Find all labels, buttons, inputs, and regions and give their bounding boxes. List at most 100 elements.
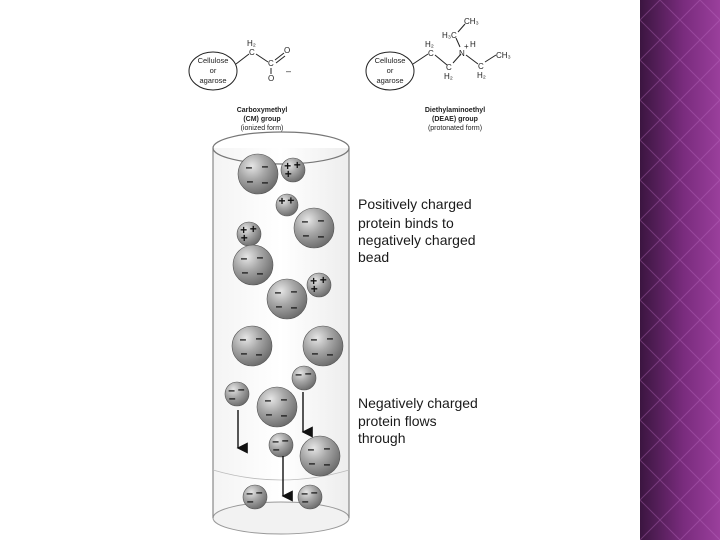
plus-sign: +: [311, 282, 318, 296]
plus-sign: +: [284, 159, 291, 173]
plus-sign: +: [240, 223, 247, 237]
deae-caption-2: (DEAE) group: [432, 116, 478, 123]
bead-circle: [291, 365, 317, 391]
minus-sign: –: [282, 433, 289, 447]
deae-ch3-right: CH₃: [496, 51, 511, 60]
flow-arrows: [236, 392, 313, 502]
cm-c1: C: [249, 48, 255, 57]
bead-negative: ––––: [266, 278, 308, 320]
negative-label-line-3: through: [358, 430, 405, 446]
minus-sign: –: [262, 175, 269, 189]
positive-label-line-3: negatively charged: [358, 232, 476, 248]
plus-sign: +: [250, 222, 257, 236]
negative-label-line-1: Negatively charged: [358, 395, 478, 411]
bead-negative: –––: [268, 432, 294, 458]
bead-negative: ––––: [232, 244, 274, 286]
plus-sign: +: [241, 231, 248, 245]
deae-matrix-label-1: Cellulose: [375, 56, 406, 65]
positive-label-line-1: Positively charged: [358, 196, 472, 212]
deae-n-plus: +: [464, 42, 469, 51]
bead-circle: [224, 381, 250, 407]
deae-n: N: [459, 49, 465, 58]
minus-sign: –: [246, 486, 253, 500]
bead-circle: [242, 484, 268, 510]
deae-c-left: C: [428, 49, 434, 58]
cm-c2: C: [268, 59, 274, 68]
deae-matrix-ellipse: [365, 51, 415, 91]
minus-sign: –: [324, 457, 331, 471]
bead-circle: [231, 325, 273, 367]
bead-negative: ––––: [256, 386, 298, 428]
bead-circle: [293, 207, 335, 249]
deae-h: H: [470, 40, 476, 49]
bead-negative: ––––: [293, 207, 335, 249]
plus-sign: +: [320, 273, 327, 287]
plus-sign: +: [279, 194, 286, 208]
deae-h2-left: H₂: [425, 40, 434, 49]
cm-caption-3: (ionized form): [241, 125, 284, 132]
minus-sign: –: [256, 347, 263, 361]
minus-sign: –: [327, 347, 334, 361]
minus-sign: –: [262, 159, 269, 173]
minus-sign: –: [305, 366, 312, 380]
deae-caption-1: Diethylaminoethyl: [425, 107, 485, 114]
cm-h2: H₂: [247, 39, 256, 48]
minus-sign: –: [327, 331, 334, 345]
minus-sign: –: [324, 441, 331, 455]
negative-label: Negatively charged protein flows through: [358, 395, 478, 446]
deae-h2-mid: H₂: [444, 72, 453, 81]
minus-sign: –: [238, 382, 245, 396]
minus-sign: –: [241, 346, 248, 360]
minus-sign: –: [266, 407, 273, 421]
deae-structure: Cellulose or agarose H₂ C C H₂ N + H H₃C…: [365, 17, 511, 132]
bead-circle: [256, 386, 298, 428]
minus-sign: –: [272, 434, 279, 448]
cm-caption-2: (CM) group: [243, 116, 280, 123]
minus-sign: –: [247, 174, 254, 188]
deae-c-mid: C: [446, 63, 452, 72]
bead-negative: –––: [224, 381, 250, 407]
minus-sign: –: [311, 485, 318, 499]
bead-negative: ––––: [299, 435, 341, 477]
cm-minus: –: [286, 66, 291, 76]
minus-sign: –: [312, 346, 319, 360]
bead-negative: ––––: [231, 325, 273, 367]
minus-sign: –: [265, 393, 272, 407]
deae-h2-right: H₂: [477, 71, 486, 80]
minus-sign: –: [229, 391, 236, 405]
cm-matrix-ellipse: [188, 51, 238, 91]
bead-positive: +++: [306, 272, 332, 298]
bead-negative: ––: [291, 365, 317, 391]
minus-sign: –: [246, 160, 253, 174]
plus-sign: +: [310, 274, 317, 288]
minus-sign: –: [291, 284, 298, 298]
minus-sign: –: [247, 494, 254, 508]
deae-c-right: C: [478, 62, 484, 71]
bead-circle: [302, 325, 344, 367]
minus-sign: –: [240, 332, 247, 346]
minus-sign: –: [318, 229, 325, 243]
side-band: [640, 0, 720, 540]
minus-sign: –: [256, 485, 263, 499]
minus-sign: –: [242, 265, 249, 279]
minus-sign: –: [228, 383, 235, 397]
bead-negative: –––: [242, 484, 268, 510]
bead-circle: [306, 272, 332, 298]
plus-sign: +: [294, 158, 301, 172]
minus-sign: –: [308, 442, 315, 456]
cm-o-single: O: [268, 74, 274, 83]
minus-sign: –: [303, 228, 310, 242]
cm-structure: Cellulose or agarose H₂ C C O O – Carbox…: [188, 39, 291, 132]
minus-sign: –: [281, 408, 288, 422]
bead-circle: [268, 432, 294, 458]
cm-caption-1: Carboxymethyl: [237, 107, 288, 114]
bead-circle: [297, 484, 323, 510]
minus-sign: –: [291, 300, 298, 314]
bead-positive: +++: [236, 221, 262, 247]
bead-circle: [299, 435, 341, 477]
cm-o-double: O: [284, 46, 290, 55]
minus-sign: –: [295, 367, 302, 381]
minus-sign: –: [302, 494, 309, 508]
deae-matrix-label-2: or: [387, 66, 394, 75]
